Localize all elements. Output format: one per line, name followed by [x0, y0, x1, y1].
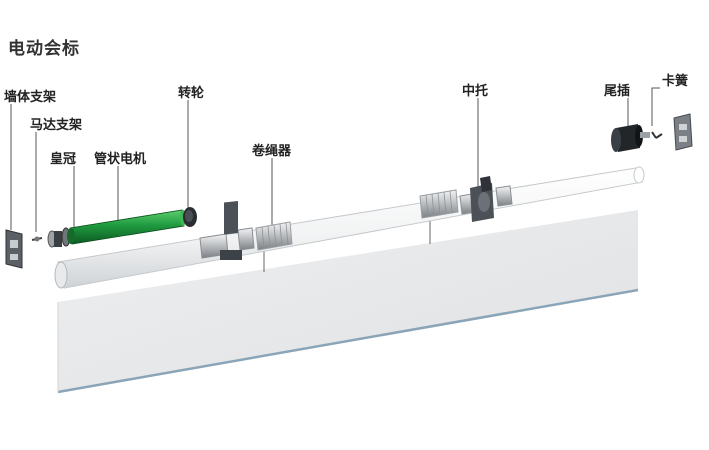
crown: [48, 228, 70, 247]
middle-support-bracket: [470, 176, 494, 222]
end-bracket-right: [674, 114, 692, 150]
tail-plug: [611, 124, 650, 152]
drive-wheel: [183, 207, 197, 227]
tubular-motor: [67, 210, 186, 244]
leader-lines: [11, 88, 660, 232]
wall-bracket: [6, 230, 22, 268]
fabric-panel: [58, 210, 638, 392]
motor-bracket: [32, 237, 42, 242]
clip-spring: [652, 132, 662, 138]
leader-clip-spring: [652, 88, 660, 126]
